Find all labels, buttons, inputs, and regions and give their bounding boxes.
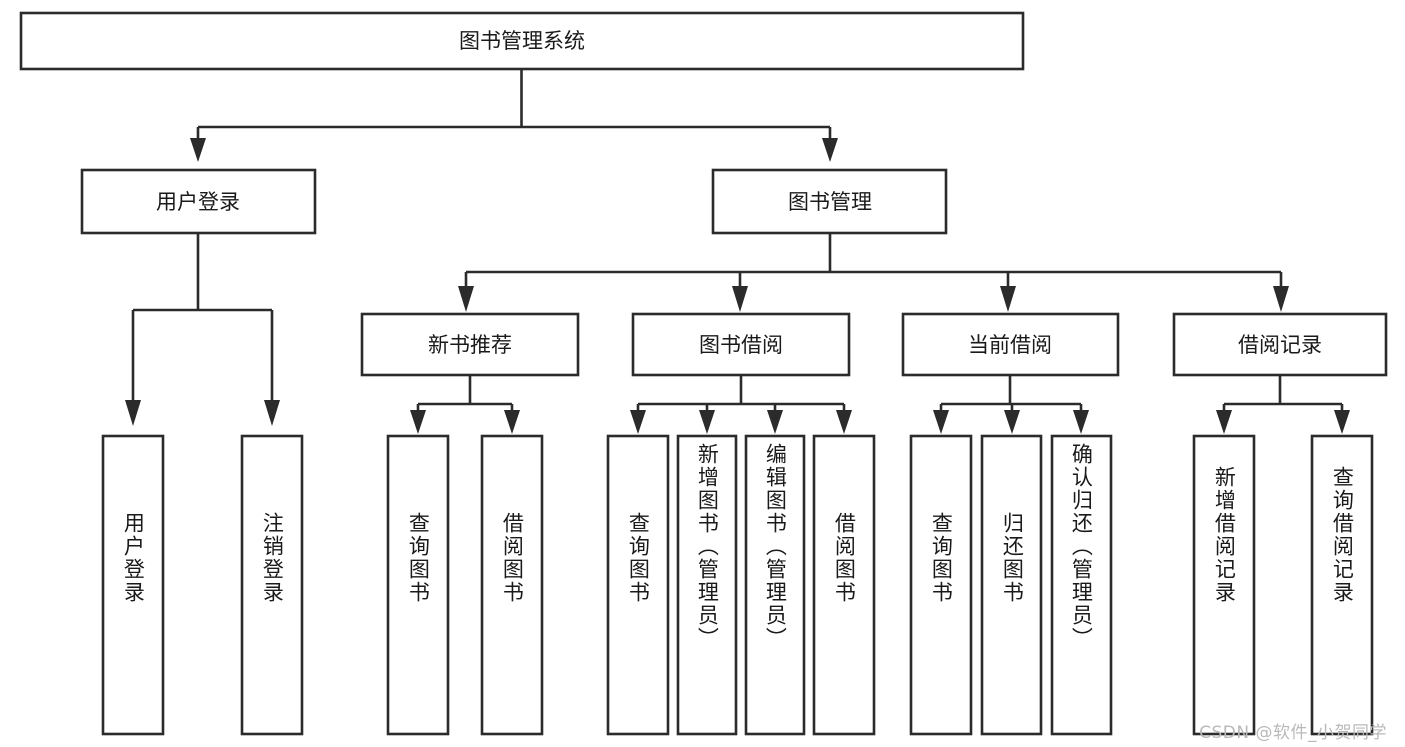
node-box-user-login[interactable]	[80, 168, 317, 235]
edge-group-book-management	[458, 233, 1289, 312]
node-box-leaf-query-record[interactable]	[1310, 434, 1374, 736]
arrow-to-leaf-confirm-return	[1073, 410, 1089, 434]
node-box-leaf-edit-book[interactable]	[744, 434, 806, 736]
node-box-book-management[interactable]	[711, 168, 948, 235]
arrow-to-leaf-add-book	[699, 410, 715, 434]
edge-group-borrow-record	[1216, 375, 1350, 434]
edge-group-new-book-recommend	[410, 375, 520, 434]
arrow-to-user-login	[190, 138, 206, 162]
node-label-current-borrow: 当前借阅	[968, 333, 1052, 357]
node-box-leaf-return-book[interactable]	[980, 434, 1043, 736]
arrow-to-leaf-edit-book	[767, 410, 783, 434]
node-box-leaf-logout-login[interactable]	[240, 434, 304, 736]
node-box-new-book-recommend[interactable]	[360, 312, 580, 377]
node-box-borrow-record[interactable]	[1172, 312, 1388, 377]
arrow-to-leaf-logout-login	[264, 400, 280, 426]
node-box-leaf-add-record[interactable]	[1192, 434, 1256, 736]
node-label-user-login: 用户登录	[156, 190, 240, 214]
node-box-leaf-confirm-return[interactable]	[1050, 434, 1113, 736]
edge-group-current-borrow	[933, 375, 1089, 434]
node-box-leaf-borrow-book-2[interactable]	[812, 434, 876, 736]
node-box-leaf-add-book[interactable]	[676, 434, 738, 736]
node-label-book-borrow: 图书借阅	[699, 333, 783, 357]
arrow-to-new-book-recommend	[458, 286, 474, 312]
arrow-to-leaf-borrow-book-1	[504, 410, 520, 434]
arrow-to-current-borrow	[1000, 286, 1016, 312]
node-box-leaf-query-book-2[interactable]	[606, 434, 670, 736]
arrow-to-leaf-borrow-book-2	[836, 410, 852, 434]
node-box-book-borrow[interactable]	[631, 312, 851, 377]
arrow-to-book-management	[822, 138, 838, 162]
node-box-leaf-user-login[interactable]	[101, 434, 165, 736]
arrow-to-book-borrow	[732, 286, 748, 312]
arrow-to-leaf-query-book-1	[410, 410, 426, 434]
edge-group-user-login	[125, 233, 280, 426]
arrow-to-leaf-query-book-3	[933, 410, 949, 434]
edge-group-book-borrow	[630, 375, 852, 434]
arrow-to-leaf-query-record	[1334, 410, 1350, 434]
node-box-current-borrow[interactable]	[901, 312, 1120, 377]
arrow-to-borrow-record	[1273, 286, 1289, 312]
node-label-root: 图书管理系统	[459, 29, 585, 53]
csdn-watermark: CSDN @软件_小贺同学	[1199, 723, 1387, 743]
node-label-new-book-recommend: 新书推荐	[428, 333, 512, 357]
arrow-to-leaf-user-login	[125, 400, 141, 426]
node-label-borrow-record: 借阅记录	[1238, 333, 1322, 357]
node-box-leaf-borrow-book-1[interactable]	[480, 434, 544, 736]
node-box-leaf-query-book-3[interactable]	[909, 434, 973, 736]
arrow-to-leaf-add-record	[1216, 410, 1232, 434]
node-box-root[interactable]	[19, 11, 1025, 71]
node-label-book-management: 图书管理	[788, 190, 872, 214]
arrow-to-leaf-return-book	[1004, 410, 1020, 434]
arrow-to-leaf-query-book-2	[630, 410, 646, 434]
node-box-leaf-query-book-1[interactable]	[386, 434, 450, 736]
edge-group-root	[190, 69, 838, 162]
